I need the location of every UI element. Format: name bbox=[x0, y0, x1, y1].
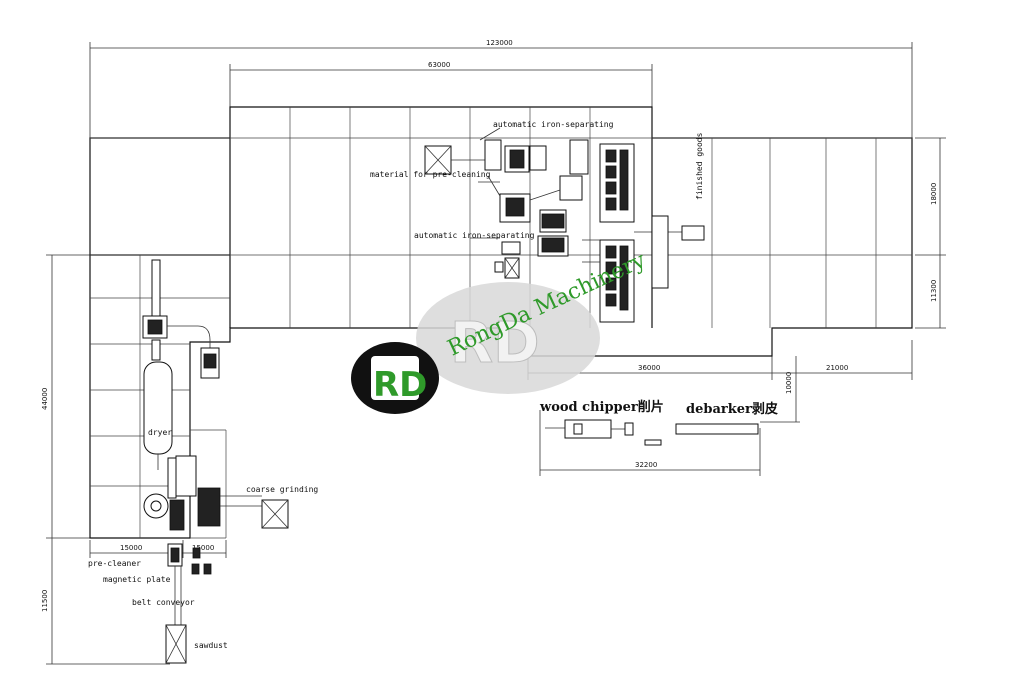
watermark-ellipse bbox=[416, 282, 600, 394]
label-debarker: debarker剥皮 bbox=[686, 401, 778, 417]
bottom-left-dimensions: 15000 15000 bbox=[89, 540, 227, 558]
wood-chipper-unit bbox=[564, 419, 612, 439]
dim-overall-width: 123000 bbox=[486, 39, 513, 47]
label-magnetic-plate: magnetic plate bbox=[103, 575, 171, 584]
label-iron-separating-mid: automatic iron-separating bbox=[414, 231, 535, 240]
label-sawdust: sawdust bbox=[194, 641, 228, 650]
label-pre-cleaner: pre-cleaner bbox=[88, 559, 141, 568]
left-wing-equipment bbox=[142, 259, 289, 531]
dim-left-wing-height: 44000 bbox=[41, 388, 49, 410]
rongda-watermark: RD RD RongDa Machinery bbox=[351, 248, 650, 414]
dim-lower-bay-depth: 11300 bbox=[930, 280, 938, 302]
top-dimensions: 123000 63000 bbox=[89, 39, 913, 140]
dim-right-span-a: 36000 bbox=[638, 364, 660, 372]
watermark-logo-ghost: RD bbox=[450, 311, 540, 376]
coarse-grinder-body bbox=[197, 487, 221, 527]
label-finished-goods: finished goods bbox=[695, 132, 704, 200]
label-iron-separating-top: automatic iron-separating bbox=[493, 120, 614, 129]
dim-right-span-b: 21000 bbox=[826, 364, 848, 372]
dim-upper-bay-depth: 18000 bbox=[930, 183, 938, 205]
debarker-unit bbox=[675, 423, 759, 435]
label-belt-conveyor: belt conveyor bbox=[132, 598, 195, 607]
chipper-debarker-line: 32200 bbox=[539, 410, 761, 476]
rd-logo-text: RD bbox=[373, 365, 427, 405]
dryer-drum bbox=[143, 361, 173, 455]
dim-bottom-left-height: 11500 bbox=[41, 590, 49, 612]
dim-upper-hall-width: 63000 bbox=[428, 61, 450, 69]
label-coarse-grinding: coarse grinding bbox=[246, 485, 318, 494]
label-material-pre-cleaning: material for pre-cleaning bbox=[370, 170, 491, 179]
equipment-labels: automatic iron-separating material for p… bbox=[88, 120, 778, 650]
dim-chipper-line-length: 32200 bbox=[635, 461, 657, 469]
left-dimensions: 44000 11500 bbox=[41, 254, 170, 665]
label-wood-chipper: wood chipper削片 bbox=[539, 399, 664, 415]
upper-hall-equipment bbox=[424, 127, 589, 279]
finished-goods-conveyor bbox=[651, 215, 669, 289]
packing-line-upper bbox=[599, 143, 635, 223]
building-grid bbox=[90, 107, 912, 539]
packing-lines bbox=[582, 143, 705, 323]
dim-left-bottom-small: 15000 bbox=[192, 544, 214, 552]
dim-left-bottom-width: 15000 bbox=[120, 544, 142, 552]
dim-chipper-line-height: 10000 bbox=[785, 372, 793, 394]
bottom-feed-line bbox=[165, 543, 212, 664]
right-dimensions: 18000 11300 bbox=[915, 137, 946, 329]
label-dryer: dryer bbox=[148, 428, 172, 437]
